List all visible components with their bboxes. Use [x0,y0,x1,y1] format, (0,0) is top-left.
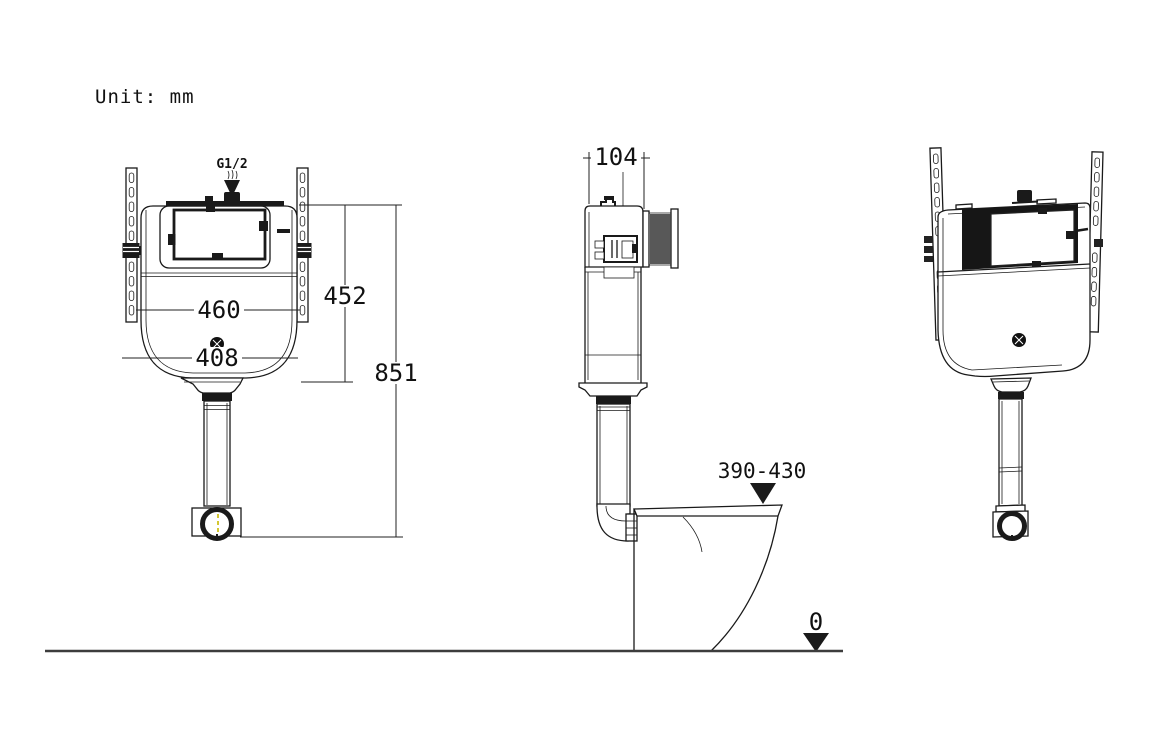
datum-triangle-icon [803,633,829,652]
flow-squiggle-icon [227,170,230,180]
dim-total-height: 851 [240,205,421,538]
persp-outlet-pipe [990,377,1032,541]
front-left-rail-clamp [122,243,143,258]
toilet-pan-profile [633,504,783,652]
pan-connector [625,513,638,542]
persp-elbow-ring [997,511,1027,541]
dim-width-lower: 408 [122,344,298,372]
dim-rim-height: 390-430 [718,459,807,504]
dim-depth-value: 104 [594,143,637,171]
down-arrow-icon [224,180,240,197]
side-tank-body [584,205,644,383]
inlet-connection-callout: G1/2 [216,157,248,197]
persp-access-window [962,204,1078,270]
datum-triangle-icon [750,483,776,504]
dim-floor-datum: 0 [803,608,829,652]
front-view: G1/2 [122,157,421,541]
window-top-bar [166,201,284,207]
side-outlet-pipe [578,382,648,542]
side-valve-box [594,235,638,263]
side-ribbed-shaft-box [642,208,679,269]
front-outlet-pipe [180,377,245,541]
dim-width-lower-value: 408 [195,344,238,372]
dim-total-height-value: 851 [374,359,417,387]
perspective-view [924,147,1104,541]
side-elbow [596,503,631,542]
front-tank-body [140,205,298,379]
persp-flush-button [1012,333,1026,347]
front-access-window [159,201,290,269]
dim-tank-height-value: 452 [323,282,366,310]
unit-note: Unit: mm [95,86,195,108]
dim-tank-height: 452 [299,204,402,383]
front-left-mounting-rail [122,167,143,323]
dim-depth: 104 [583,143,650,209]
dim-floor-value: 0 [809,608,823,636]
dim-rim-height-value: 390-430 [718,459,807,483]
side-inlet-fitting [600,196,616,208]
shaft-ribs [650,214,672,264]
front-inlet-fitting [205,192,240,204]
inlet-label: G1/2 [216,157,247,172]
persp-inlet-fitting [1011,190,1039,204]
side-view: 104 [45,143,843,653]
persp-rail-clips [924,236,1103,262]
dim-width-upper: 460 [136,296,300,324]
dim-width-upper-value: 460 [197,296,240,324]
side-notch-mark [277,229,290,233]
